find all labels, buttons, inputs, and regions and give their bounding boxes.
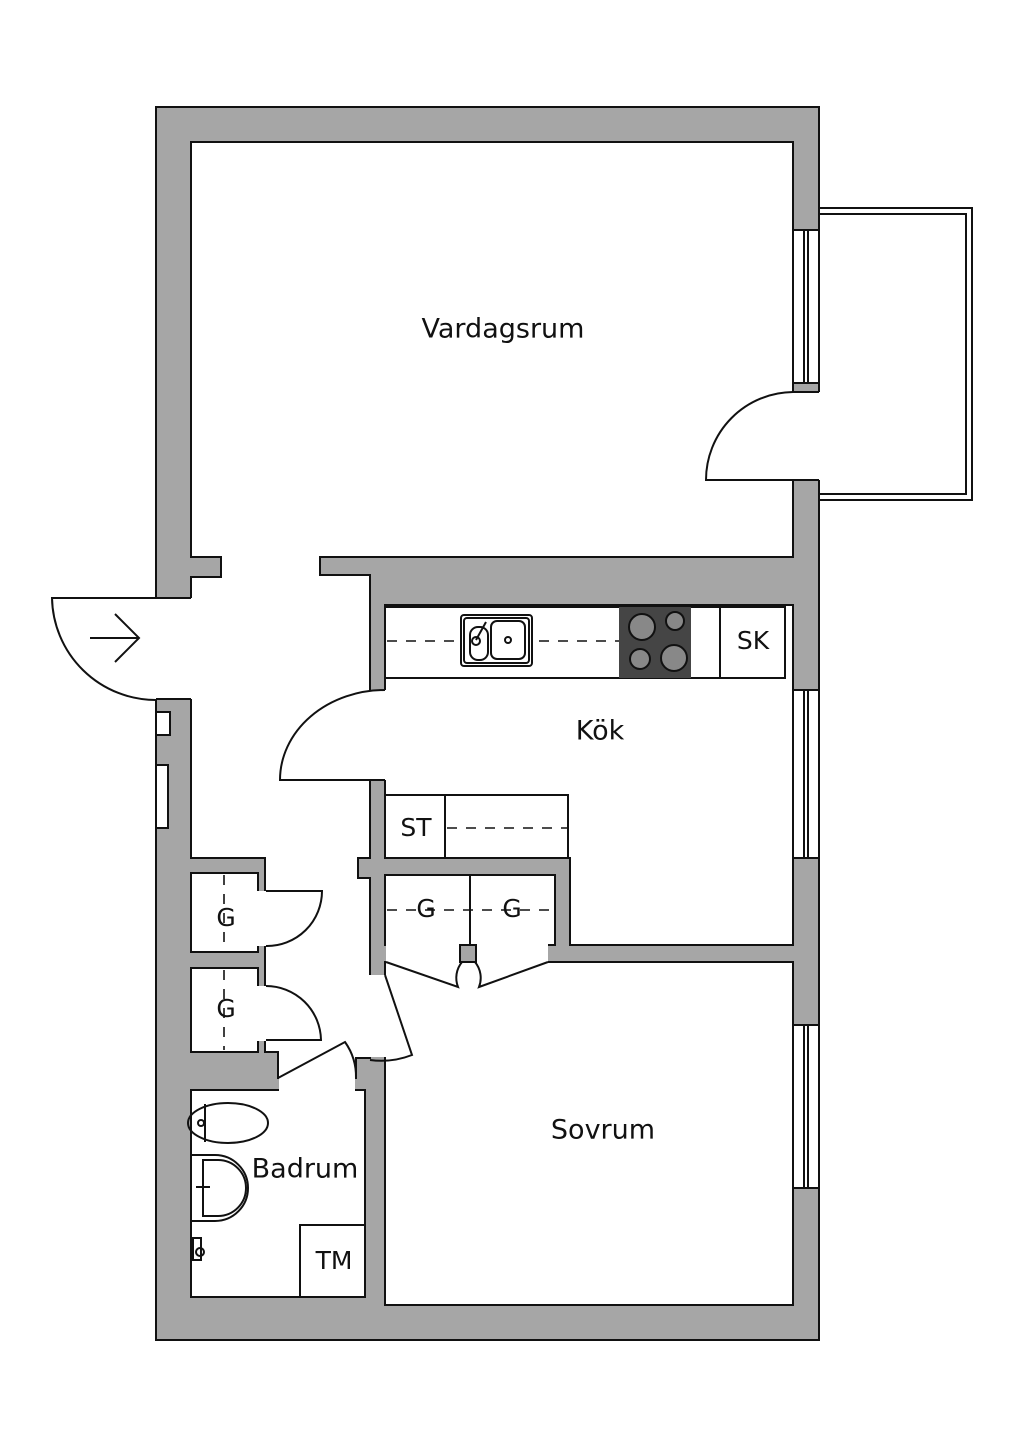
wall-niche bbox=[155, 764, 169, 829]
living-room-label: Vardagsrum bbox=[422, 314, 585, 345]
closet-door[interactable] bbox=[265, 985, 323, 1041]
faucet-icon bbox=[192, 1237, 205, 1261]
closet-label: G bbox=[416, 894, 435, 923]
window-kitchen bbox=[792, 689, 820, 859]
stove-icon bbox=[619, 607, 691, 678]
sink-icon bbox=[460, 614, 533, 667]
bedroom-door[interactable] bbox=[369, 974, 414, 1062]
closet-label: G bbox=[216, 994, 235, 1023]
closet-door[interactable] bbox=[385, 961, 463, 989]
closet-label: G bbox=[502, 894, 521, 923]
kitchen-label: Kök bbox=[576, 716, 625, 747]
window-living bbox=[792, 229, 820, 384]
countertop bbox=[384, 606, 786, 679]
closet-door[interactable] bbox=[265, 890, 324, 948]
washbasin-icon bbox=[191, 1154, 249, 1222]
fridge bbox=[719, 606, 786, 679]
balcony-door[interactable] bbox=[704, 391, 794, 481]
wall-niche bbox=[155, 711, 171, 736]
cabinet bbox=[384, 794, 569, 859]
entry-opening bbox=[155, 598, 192, 699]
bathroom-label: Badrum bbox=[252, 1154, 359, 1185]
closet-door[interactable] bbox=[474, 961, 549, 989]
living-room bbox=[190, 141, 794, 558]
cabinet-label: ST bbox=[400, 813, 432, 842]
kitchen-door[interactable] bbox=[278, 689, 386, 781]
arrow-right-icon bbox=[90, 613, 141, 663]
washer bbox=[299, 1224, 366, 1298]
closet-label: G bbox=[216, 903, 235, 932]
fridge-label: SK bbox=[737, 626, 770, 655]
washer-label: TM bbox=[315, 1246, 353, 1275]
entry-door[interactable] bbox=[50, 597, 157, 701]
toilet-icon bbox=[187, 1102, 269, 1144]
bathroom-door[interactable] bbox=[277, 1040, 358, 1079]
balcony bbox=[819, 207, 973, 501]
hallway bbox=[190, 556, 371, 1079]
hall-living-opening bbox=[222, 550, 319, 562]
window-bedroom bbox=[792, 1024, 820, 1189]
bedroom-label: Sovrum bbox=[551, 1115, 655, 1146]
